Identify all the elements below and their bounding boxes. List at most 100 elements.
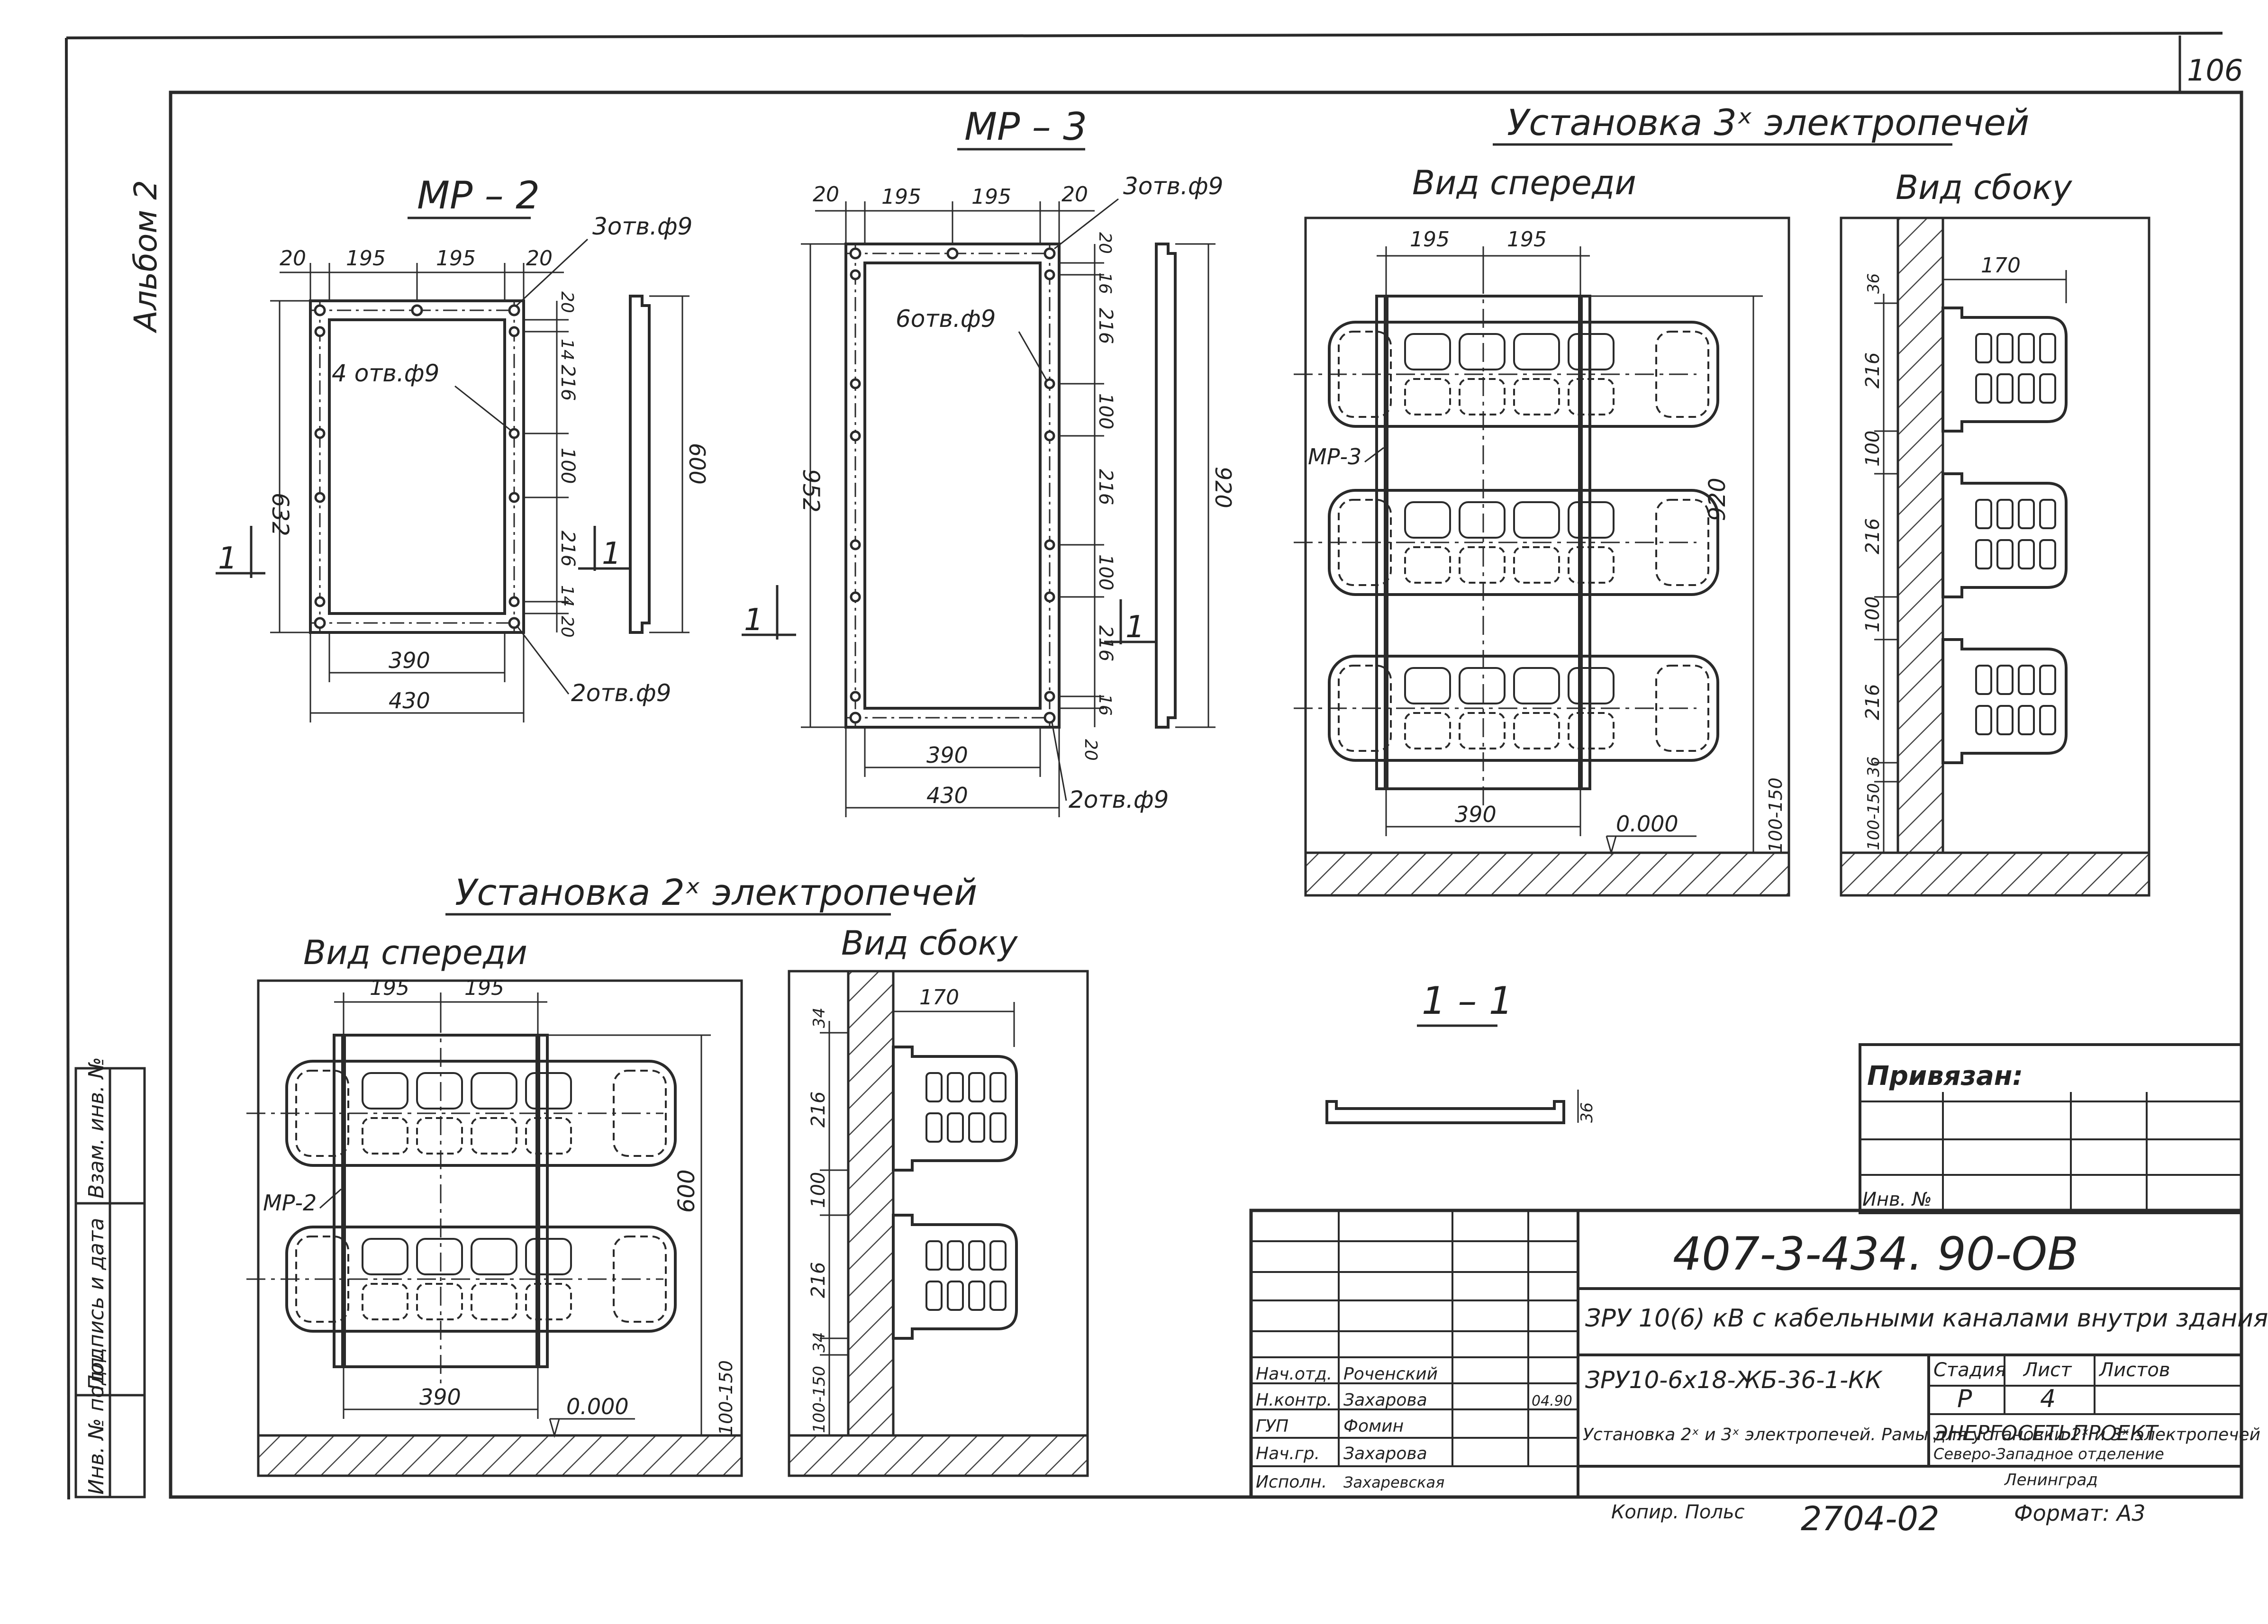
mp3-holes-top: 3отв.ф9 <box>1123 172 1223 200</box>
section-title: 1 – 1 <box>1422 979 1513 1023</box>
install2-level: 0.000 <box>566 1394 629 1419</box>
mp2-width-inner: 390 <box>389 648 430 673</box>
mp3-holes-side: 6отв.ф9 <box>896 305 996 333</box>
install3-floor-gap: 100-150 <box>1765 777 1786 853</box>
install2-side-d4: 34 <box>810 1332 829 1353</box>
mp2-holes-side: 4 отв.ф9 <box>332 360 439 387</box>
role-1: Нач.отд. <box>1256 1364 1332 1384</box>
mp3-dim-r8: 20 <box>1081 739 1100 761</box>
mp3-dim-195b: 195 <box>971 185 1011 209</box>
install2-floor-gap: 100-150 <box>716 1360 736 1435</box>
mp2-side-height: 600 <box>684 443 710 485</box>
privyazan-label: Привязан: <box>1867 1061 2023 1092</box>
margin-stamp <box>74 1067 146 1498</box>
install2-width: 390 <box>419 1384 461 1410</box>
role-2: Н.контр. <box>1256 1390 1332 1410</box>
mp2-dim-195b: 195 <box>436 246 476 271</box>
mp2-drawing: МР – 2 20 19 <box>216 173 710 722</box>
mp2-dim-r1: 14 <box>557 339 577 361</box>
name-2: Захарова <box>1343 1390 1427 1410</box>
install2-side-d0: 34 <box>810 1008 829 1028</box>
install2-dim-195a: 195 <box>370 976 409 1000</box>
install2-side-d5: 100-150 <box>810 1366 829 1433</box>
org-name: ЭНЕРГОСЕТЬПРОЕКТ <box>1933 1421 2159 1445</box>
mp3-width-outer: 430 <box>926 783 968 808</box>
mp2-dim-r0: 20 <box>557 291 577 313</box>
mp3-dim-r4: 216 <box>1095 469 1116 505</box>
sheet-value: 4 <box>2040 1385 2056 1413</box>
mp2-height: 632 <box>267 493 293 536</box>
mp3-dim-r5: 100 <box>1095 554 1116 590</box>
install2-height: 600 <box>673 1169 700 1213</box>
mp3-dim-r0: 20 <box>1095 232 1115 254</box>
mp3-dim-r7: 16 <box>1095 694 1115 716</box>
install2-frame-label: МР-2 <box>263 1190 317 1216</box>
role-3: ГУП <box>1256 1416 1288 1436</box>
install2-side-view: Вид сбоку <box>841 924 1018 963</box>
install3-title: Установка 3ˣ электропечей <box>1507 101 2029 144</box>
install2-side-d3: 216 <box>807 1262 829 1298</box>
sheet-header: Лист <box>2023 1359 2072 1381</box>
project-name: ЗРУ 10(6) кВ с кабельными каналами внутр… <box>1585 1304 2268 1333</box>
install2-dim-195b: 195 <box>464 976 504 1000</box>
mp3-width-inner: 390 <box>926 742 968 768</box>
designation: ЗРУ10-6х18-ЖБ-36-1-КК <box>1585 1366 1883 1394</box>
install3-drawing: Установка 3ˣ электропечей Вид спереди Ви… <box>1294 101 2150 897</box>
name-1: Роченский <box>1343 1364 1438 1384</box>
album-label: Альбом 2 <box>127 180 164 334</box>
mp3-drawing: МР – 3 20 <box>742 105 1236 817</box>
role-4: Нач.гр. <box>1256 1444 1320 1463</box>
mp2-dim-r3: 100 <box>557 448 579 484</box>
mp3-dim-r6: 216 <box>1095 625 1116 661</box>
mp2-dim-20a: 20 <box>280 246 306 271</box>
install2-title: Установка 2ˣ электропечей <box>455 871 977 913</box>
mp3-dim-r1: 16 <box>1095 272 1115 294</box>
mp2-dim-195a: 195 <box>346 246 386 271</box>
install2-front-view: Вид спереди <box>303 933 527 972</box>
org-city: Ленинград <box>2004 1471 2098 1489</box>
install3-side-d1: 216 <box>1862 352 1884 388</box>
name-5: Захаревская <box>1343 1473 1444 1491</box>
install3-dim-195a: 195 <box>1410 227 1450 252</box>
install2-side-d2: 100 <box>807 1172 829 1208</box>
mp2-dim-20b: 20 <box>526 246 553 271</box>
install3-side-d6: 36 <box>1864 757 1883 777</box>
stage-header: Стадия <box>1933 1359 2006 1381</box>
install3-height: 920 <box>1704 478 1731 521</box>
section-dim: 36 <box>1578 1102 1597 1123</box>
name-3: Фомин <box>1343 1416 1404 1436</box>
install3-frame-label: МР-3 <box>1308 444 1361 469</box>
mp2-holes-bottom: 2отв.ф9 <box>571 679 671 707</box>
install3-side-d2: 100 <box>1862 431 1884 467</box>
drawing-description: Установка 2ˣ и 3ˣ электропечей. Рамы для… <box>1583 1425 2260 1444</box>
doc-code: 407-3-434. 90-ОВ <box>1673 1227 2078 1281</box>
mp2-dim-r2: 216 <box>557 365 579 401</box>
mp2-dim-r5: 14 <box>557 585 577 607</box>
install3-width: 390 <box>1455 802 1497 827</box>
mp3-holes-bottom: 2отв.ф9 <box>1069 786 1169 813</box>
sheet-frame <box>65 32 2243 1500</box>
mp3-section-left: 1 <box>744 603 763 638</box>
install3-side-d0: 36 <box>1864 273 1883 294</box>
mp3-side-height: 920 <box>1210 467 1236 508</box>
copied-label: Копир. Польс <box>1611 1501 1745 1523</box>
margin-vzam-inv: Взам. инв. № <box>84 1057 109 1199</box>
mp2-dim-r6: 20 <box>557 616 577 638</box>
title-block <box>1249 1043 2243 1499</box>
install2-drawing: Установка 2ˣ электропечей Вид спереди Ви… <box>246 871 1089 1477</box>
format-label: Формат: А3 <box>2014 1500 2145 1526</box>
mp3-dim-195a: 195 <box>881 185 921 209</box>
install3-side-d5: 216 <box>1862 684 1884 720</box>
sheets-header: Листов <box>2098 1359 2170 1381</box>
date-value: 04.90 <box>1532 1393 1572 1409</box>
mp2-section-right: 1 <box>602 536 621 571</box>
mp2-dim-r4: 216 <box>557 531 579 567</box>
name-4: Захарова <box>1343 1444 1427 1463</box>
mp3-dim-r3: 100 <box>1095 393 1116 429</box>
mp3-height: 952 <box>798 469 824 513</box>
install3-side-d3: 216 <box>1862 518 1884 554</box>
mp2-width-outer: 430 <box>389 688 430 713</box>
mp3-title: МР – 3 <box>964 105 1087 149</box>
install3-side-view: Вид сбоку <box>1896 168 2073 207</box>
